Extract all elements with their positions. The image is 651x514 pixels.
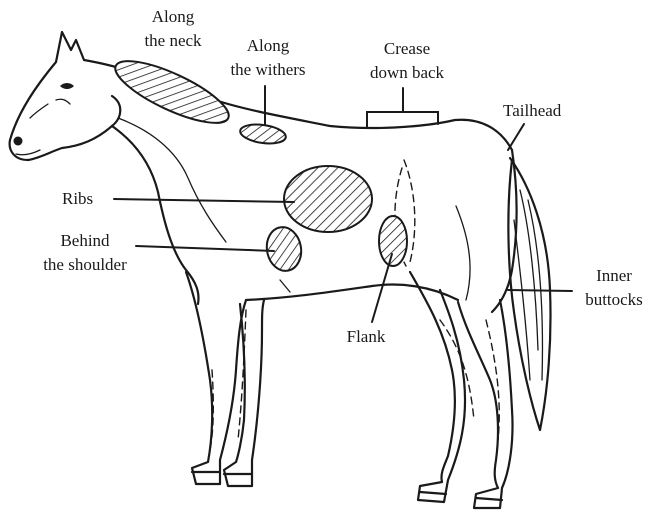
label-flank: Flank [347,254,392,346]
horse-belly [246,285,458,300]
fat-area-shoulder [263,224,304,273]
label-buttocks-line1: Inner [596,266,632,285]
label-shoulder-line2: the shoulder [43,255,127,274]
horse-hindleg-far [410,272,465,502]
label-neck-line1: Along [152,7,195,26]
label-inner-buttocks: Inner buttocks [508,266,643,309]
label-tailhead-text: Tailhead [503,101,562,120]
label-buttocks-line2: buttocks [585,290,643,309]
label-crease-down-back: Crease down back [370,39,445,82]
label-withers-line1: Along [247,36,290,55]
label-tailhead: Tailhead [503,101,562,150]
label-ribs: Ribs [62,189,294,208]
label-ribs-text: Ribs [62,189,93,208]
fat-area-withers [239,122,287,146]
horse-nostril [14,137,23,146]
label-withers-line2: the withers [230,60,305,79]
horse-mouth [16,150,40,155]
label-along-withers: Along the withers [230,36,305,124]
label-shoulder-line1: Behind [60,231,110,250]
label-along-neck: Along the neck [144,7,202,50]
label-crease-line1: Crease [384,39,430,58]
horse-rump [492,150,517,312]
label-crease-line2: down back [370,63,445,82]
fat-area-flank [379,216,407,266]
horse-tail [508,158,550,430]
horse-eye [60,83,74,89]
horse-hindleg-near [458,300,513,508]
horse-foreleg-far [224,300,264,486]
crease-bracket [367,88,438,128]
horse-chest-front [112,126,199,304]
horse-foreleg-near [186,272,246,484]
label-flank-text: Flank [347,327,386,346]
label-behind-shoulder: Behind the shoulder [43,231,274,274]
fat-area-ribs [284,166,372,232]
label-neck-line2: the neck [144,31,202,50]
